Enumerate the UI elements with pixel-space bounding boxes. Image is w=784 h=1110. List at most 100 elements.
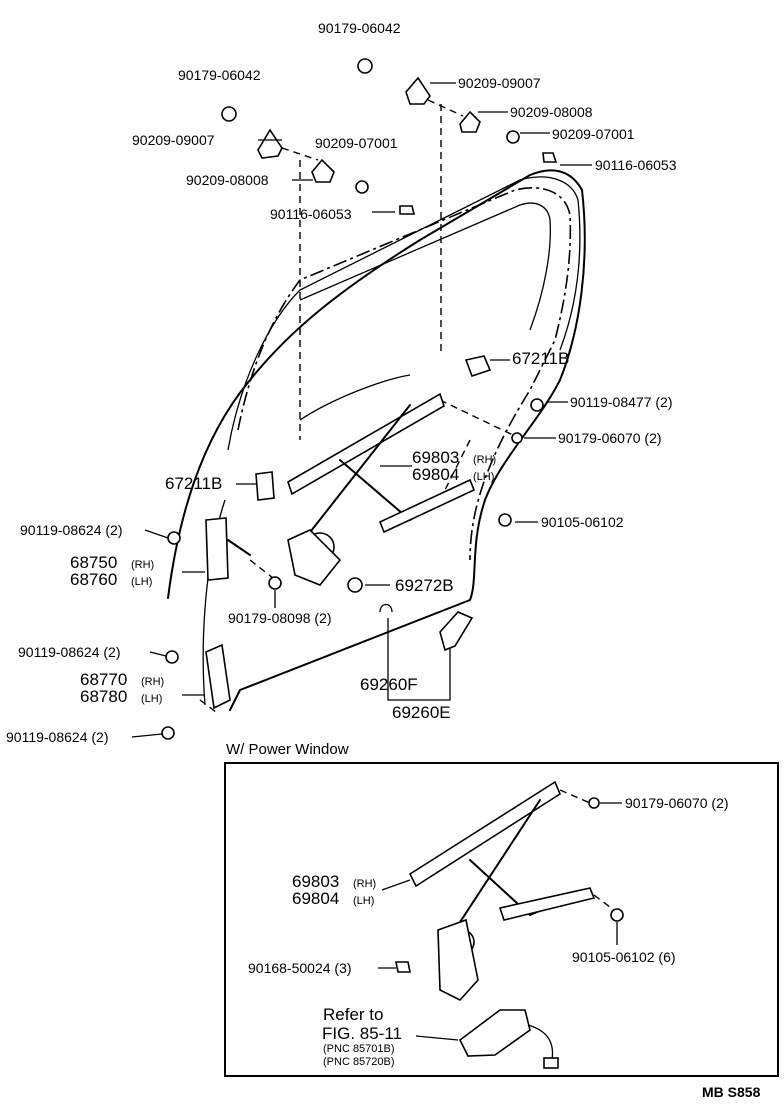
side-tag: (RH) xyxy=(473,454,497,466)
callout-label: 90116-06053 xyxy=(595,157,677,173)
leader-dashed xyxy=(281,147,319,161)
pw-regulator-base xyxy=(437,918,479,1001)
callout-label: 68780 xyxy=(80,687,128,706)
callout-label: 90209-08008 xyxy=(186,172,269,188)
washer-part xyxy=(221,106,237,122)
lower-hinge xyxy=(205,643,231,710)
glass-inner-line xyxy=(299,202,551,331)
window-glass xyxy=(237,187,572,561)
pw-bolt xyxy=(395,961,411,973)
pw-leader-lines xyxy=(378,802,622,1041)
callout-label: 90119-08624 (2) xyxy=(6,729,109,745)
pw-callout-label: 90168-50024 (3) xyxy=(248,960,352,976)
fig-reference: FIG. 85-11 xyxy=(322,1024,402,1043)
callout-label: 69272B xyxy=(395,576,454,595)
side-tag: (LH) xyxy=(473,471,495,483)
bracket-part xyxy=(405,76,431,105)
channel-part xyxy=(464,355,492,378)
pw-motor-connector xyxy=(543,1057,559,1069)
power-window-box xyxy=(224,762,779,1077)
pnc-reference: (PNC 85701B) xyxy=(323,1043,395,1055)
leader-lines xyxy=(131,82,592,738)
leader-dashed xyxy=(444,439,471,491)
washer-part xyxy=(347,577,363,593)
washer-part xyxy=(511,432,523,444)
channel-part xyxy=(255,471,275,501)
side-tag: (LH) xyxy=(141,693,163,705)
callout-label: 90116-06053 xyxy=(270,206,352,222)
callout-label: 90105-06102 xyxy=(541,514,624,530)
nut-part xyxy=(498,513,512,527)
callout-label: 90209-07001 xyxy=(315,135,398,151)
side-tag: (RH) xyxy=(131,559,155,571)
bolt-part xyxy=(165,650,179,664)
callout-label: 90209-09007 xyxy=(132,132,215,148)
bolt-part xyxy=(399,205,416,215)
callout-label: 69260E xyxy=(392,703,451,722)
side-tag: (RH) xyxy=(353,878,377,890)
callout-label: 67211B xyxy=(165,474,223,493)
callout-label: 90209-09007 xyxy=(458,75,541,91)
door-panel-outline xyxy=(167,169,586,711)
callout-label: 90179-06042 xyxy=(178,67,261,83)
pw-leader-dashed xyxy=(559,789,591,804)
washer-part xyxy=(355,180,369,194)
window-frame-outer xyxy=(227,176,581,451)
side-tag: (LH) xyxy=(131,576,153,588)
callout-label: 69260F xyxy=(360,675,418,694)
power-window-title: W/ Power Window xyxy=(226,741,349,758)
bolt-part xyxy=(167,531,181,545)
callout-label: 69803 xyxy=(412,448,460,467)
side-tag: (LH) xyxy=(353,895,375,907)
callout-label: 90179-08098 (2) xyxy=(228,610,332,626)
pw-callout-label: 69803 xyxy=(292,872,340,891)
regulator-rail xyxy=(287,392,445,496)
bolt-part xyxy=(542,152,558,163)
callout-label: 90209-08008 xyxy=(510,104,593,120)
callout-label: 90179-06070 (2) xyxy=(558,430,662,446)
callout-label: 68760 xyxy=(70,570,118,589)
nut-part xyxy=(530,398,544,412)
callout-label: 69804 xyxy=(412,465,460,484)
washer-part xyxy=(506,130,520,144)
bolt-part xyxy=(161,726,175,740)
leader-dashed xyxy=(199,699,217,713)
washer-part xyxy=(268,576,282,590)
leader-dashed xyxy=(427,99,464,117)
regulator-handle xyxy=(439,611,474,652)
pw-washer xyxy=(588,797,600,809)
washer-part xyxy=(357,58,373,74)
pw-callout-label: 69804 xyxy=(292,889,340,908)
regulator-base xyxy=(287,529,342,586)
callout-label: 90209-07001 xyxy=(552,126,635,142)
handle-clip xyxy=(379,603,393,613)
pw-leader-dashed xyxy=(593,894,615,911)
regulator-lower-rail xyxy=(378,478,476,534)
glass-run-line xyxy=(299,374,411,421)
callout-label: 67211B xyxy=(512,349,570,368)
side-tag: (RH) xyxy=(141,676,165,688)
pnc-reference: (PNC 85720B) xyxy=(323,1056,395,1068)
callout-label: 90179-06042 xyxy=(318,20,401,36)
bracket-part xyxy=(257,128,283,159)
callout-label: 68770 xyxy=(80,670,128,689)
pw-regulator-lower-rail xyxy=(498,887,596,921)
diagram-code: MB S858 xyxy=(702,1084,761,1100)
callout-label: 68750 xyxy=(70,553,118,572)
callout-label: 90119-08624 (2) xyxy=(20,522,123,538)
hinge-pin xyxy=(227,539,251,556)
callout-label: 90119-08477 (2) xyxy=(570,394,673,410)
bracket-part xyxy=(459,110,481,133)
pw-motor-wire xyxy=(527,1024,554,1061)
pw-nut xyxy=(610,908,624,922)
bracket-part xyxy=(311,158,335,183)
refer-to-label: Refer to xyxy=(323,1005,384,1024)
leader-dashed xyxy=(439,399,516,437)
pw-callout-label: 90179-06070 (2) xyxy=(625,795,729,811)
pw-motor xyxy=(458,1009,531,1057)
pw-callout-label: 90105-06102 (6) xyxy=(572,949,676,965)
upper-hinge xyxy=(205,517,229,581)
callout-label: 90119-08624 (2) xyxy=(18,644,121,660)
pw-regulator-rail xyxy=(408,780,561,888)
